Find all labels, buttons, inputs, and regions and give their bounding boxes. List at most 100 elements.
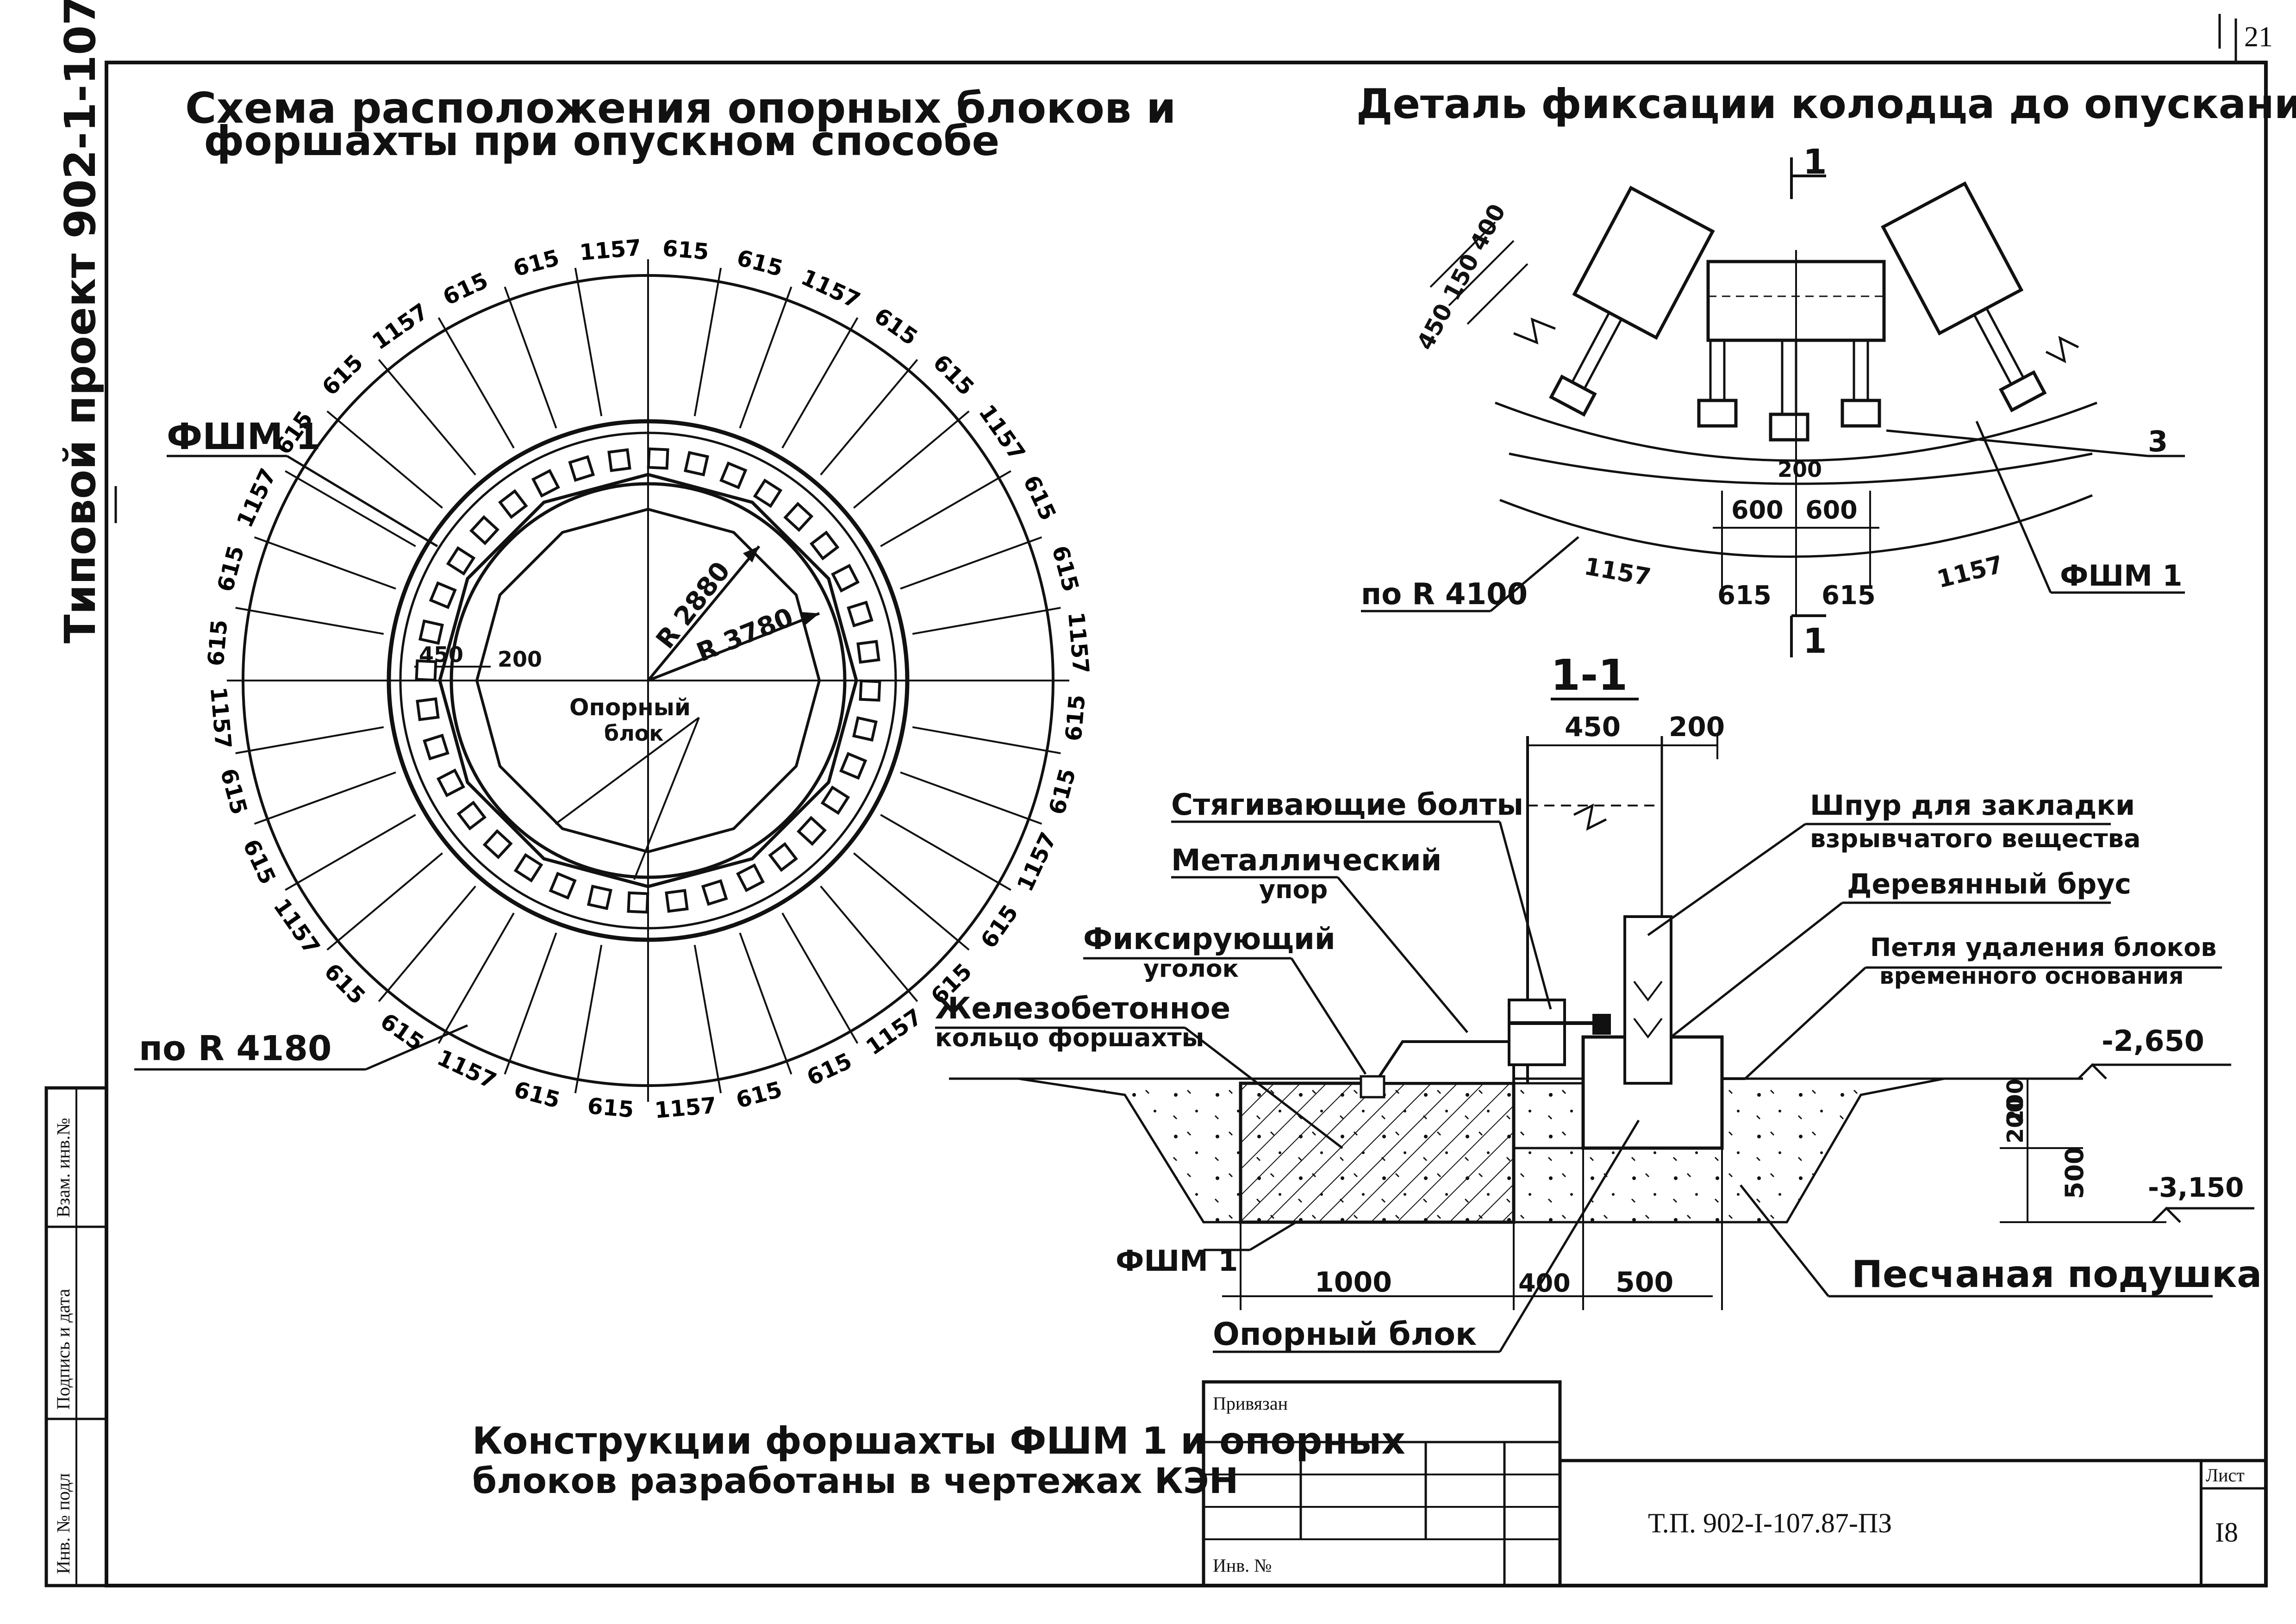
detail-dim-1157a: 1157	[1582, 553, 1653, 592]
label-200: 200	[498, 647, 542, 672]
detail-label-3: 3	[2148, 425, 2168, 458]
ring-dim-label: 615	[215, 766, 252, 817]
ring-spokes	[229, 262, 1067, 1099]
support-block	[701, 879, 728, 906]
ring-dim-label: 615	[511, 245, 562, 282]
support-block	[423, 733, 449, 761]
support-block	[768, 842, 798, 872]
ring-dim-label: 1157	[205, 686, 236, 750]
ring-spoke	[820, 359, 918, 475]
support-block	[415, 659, 437, 682]
ring-dim-label: 615	[803, 1048, 856, 1091]
ring-spoke	[574, 268, 603, 417]
ring-dim-label: 1157	[1063, 611, 1094, 675]
ring-dim-label: 1157	[973, 400, 1030, 466]
note-line2: блоков разработаны в чертежах КЭН	[472, 1460, 1238, 1501]
dim-vertical-200a: 200	[2003, 1079, 2028, 1125]
support-block	[665, 889, 689, 913]
section-dim-450: 450	[1565, 711, 1621, 743]
support-block	[418, 619, 444, 645]
ring-dim-label: 1157	[797, 264, 864, 314]
section-drawing	[935, 736, 2254, 1353]
detail-dim-200: 200	[1778, 457, 1822, 482]
support-block	[852, 716, 878, 742]
ring-spoke	[378, 886, 476, 1002]
ring-spoke	[900, 536, 1042, 590]
label-shpur-2: взрывчатого вещества	[1810, 824, 2140, 853]
detail-label-radius: по R 4100	[1361, 577, 1528, 612]
support-block	[783, 502, 814, 532]
support-block	[684, 451, 709, 476]
support-block	[809, 531, 840, 561]
support-block	[531, 468, 560, 498]
detail-drawing	[1361, 157, 2185, 657]
ring-dim-label: 615	[1044, 766, 1081, 817]
label-r3780: R 3780	[693, 602, 798, 668]
ring-dim-label: 615	[439, 268, 492, 311]
ring-dim-label: 1157	[861, 1004, 927, 1060]
label-ring-1: Железобетонное	[935, 992, 1230, 1026]
dim-500: 500	[1616, 1266, 1673, 1299]
ring-spoke	[378, 359, 476, 475]
dim-1000: 1000	[1315, 1266, 1392, 1299]
support-block	[446, 546, 476, 576]
support-block	[839, 752, 867, 780]
ring-spoke	[693, 944, 722, 1093]
detail-dim-615b: 615	[1822, 581, 1876, 611]
ring-dim-label: 615	[203, 618, 233, 667]
support-block	[647, 447, 669, 470]
ring-spoke	[880, 814, 1011, 891]
label-timber: Деревянный брус	[1847, 868, 2131, 900]
label-loop-1: Петля удаления блоков	[1870, 933, 2216, 962]
support-block	[587, 885, 612, 910]
ring-spoke	[504, 932, 557, 1075]
support-block	[482, 829, 513, 859]
ring-dim-label: 615	[1047, 543, 1084, 594]
stamp-inv-no: Инв. №	[1213, 1555, 1272, 1576]
ring-spoke	[912, 606, 1061, 635]
ring-dim-label: 615	[928, 350, 979, 400]
stamp-list-label: Лист	[2206, 1465, 2245, 1486]
ring-spoke	[437, 912, 515, 1044]
ring-dim-label: 615	[1018, 471, 1061, 524]
support-block	[627, 891, 649, 914]
support-block	[416, 697, 440, 721]
ring-dim-label: 615	[1061, 693, 1091, 742]
corner-number: 21	[2244, 21, 2273, 53]
ring-spoke	[437, 317, 515, 449]
stamp-list-number: I8	[2215, 1517, 2238, 1548]
ring-spoke	[739, 286, 792, 429]
support-block	[796, 816, 827, 846]
side-stamp-col3: Инв. № подл	[53, 1473, 74, 1574]
ring-dim-label: 1157	[368, 298, 433, 355]
ring-dim-label: 615	[733, 1076, 785, 1113]
scheme-title-line1: Схема расположения опорных блоков и	[185, 83, 1176, 133]
ring-dim-label: 1157	[232, 464, 281, 531]
detail-section-mark-bottom: 1	[1803, 621, 1827, 661]
label-shpur-1: Шпур для закладки	[1810, 789, 2135, 822]
section-title: 1-1	[1551, 650, 1628, 700]
ring-spoke	[285, 814, 416, 891]
support-block	[429, 581, 457, 609]
detail-label-fshm: ФШМ 1	[2060, 559, 2183, 593]
ring-dim-label: 615	[212, 543, 250, 594]
support-block	[568, 455, 595, 482]
support-block	[469, 515, 500, 545]
title-block	[1202, 1380, 2266, 1587]
ring-spoke	[912, 726, 1061, 755]
ring-spoke	[781, 912, 859, 1044]
detail-section-mark-top: 1	[1803, 142, 1827, 182]
ring-dim-label: 615	[237, 836, 281, 888]
support-block	[719, 461, 748, 489]
ring-spoke	[326, 410, 443, 509]
detail-dim-615a: 615	[1717, 581, 1772, 611]
label-radius-4180: по R 4180	[139, 1029, 331, 1068]
ring-support-blocks	[415, 447, 881, 914]
sheet-frame	[105, 14, 2268, 1587]
section-dim-200: 200	[1669, 711, 1725, 743]
ring-spoke	[820, 886, 918, 1002]
ring-spoke	[880, 470, 1011, 547]
support-block	[436, 768, 465, 798]
ring-spoke	[853, 852, 970, 951]
ring-dim-label: 1157	[579, 235, 643, 266]
